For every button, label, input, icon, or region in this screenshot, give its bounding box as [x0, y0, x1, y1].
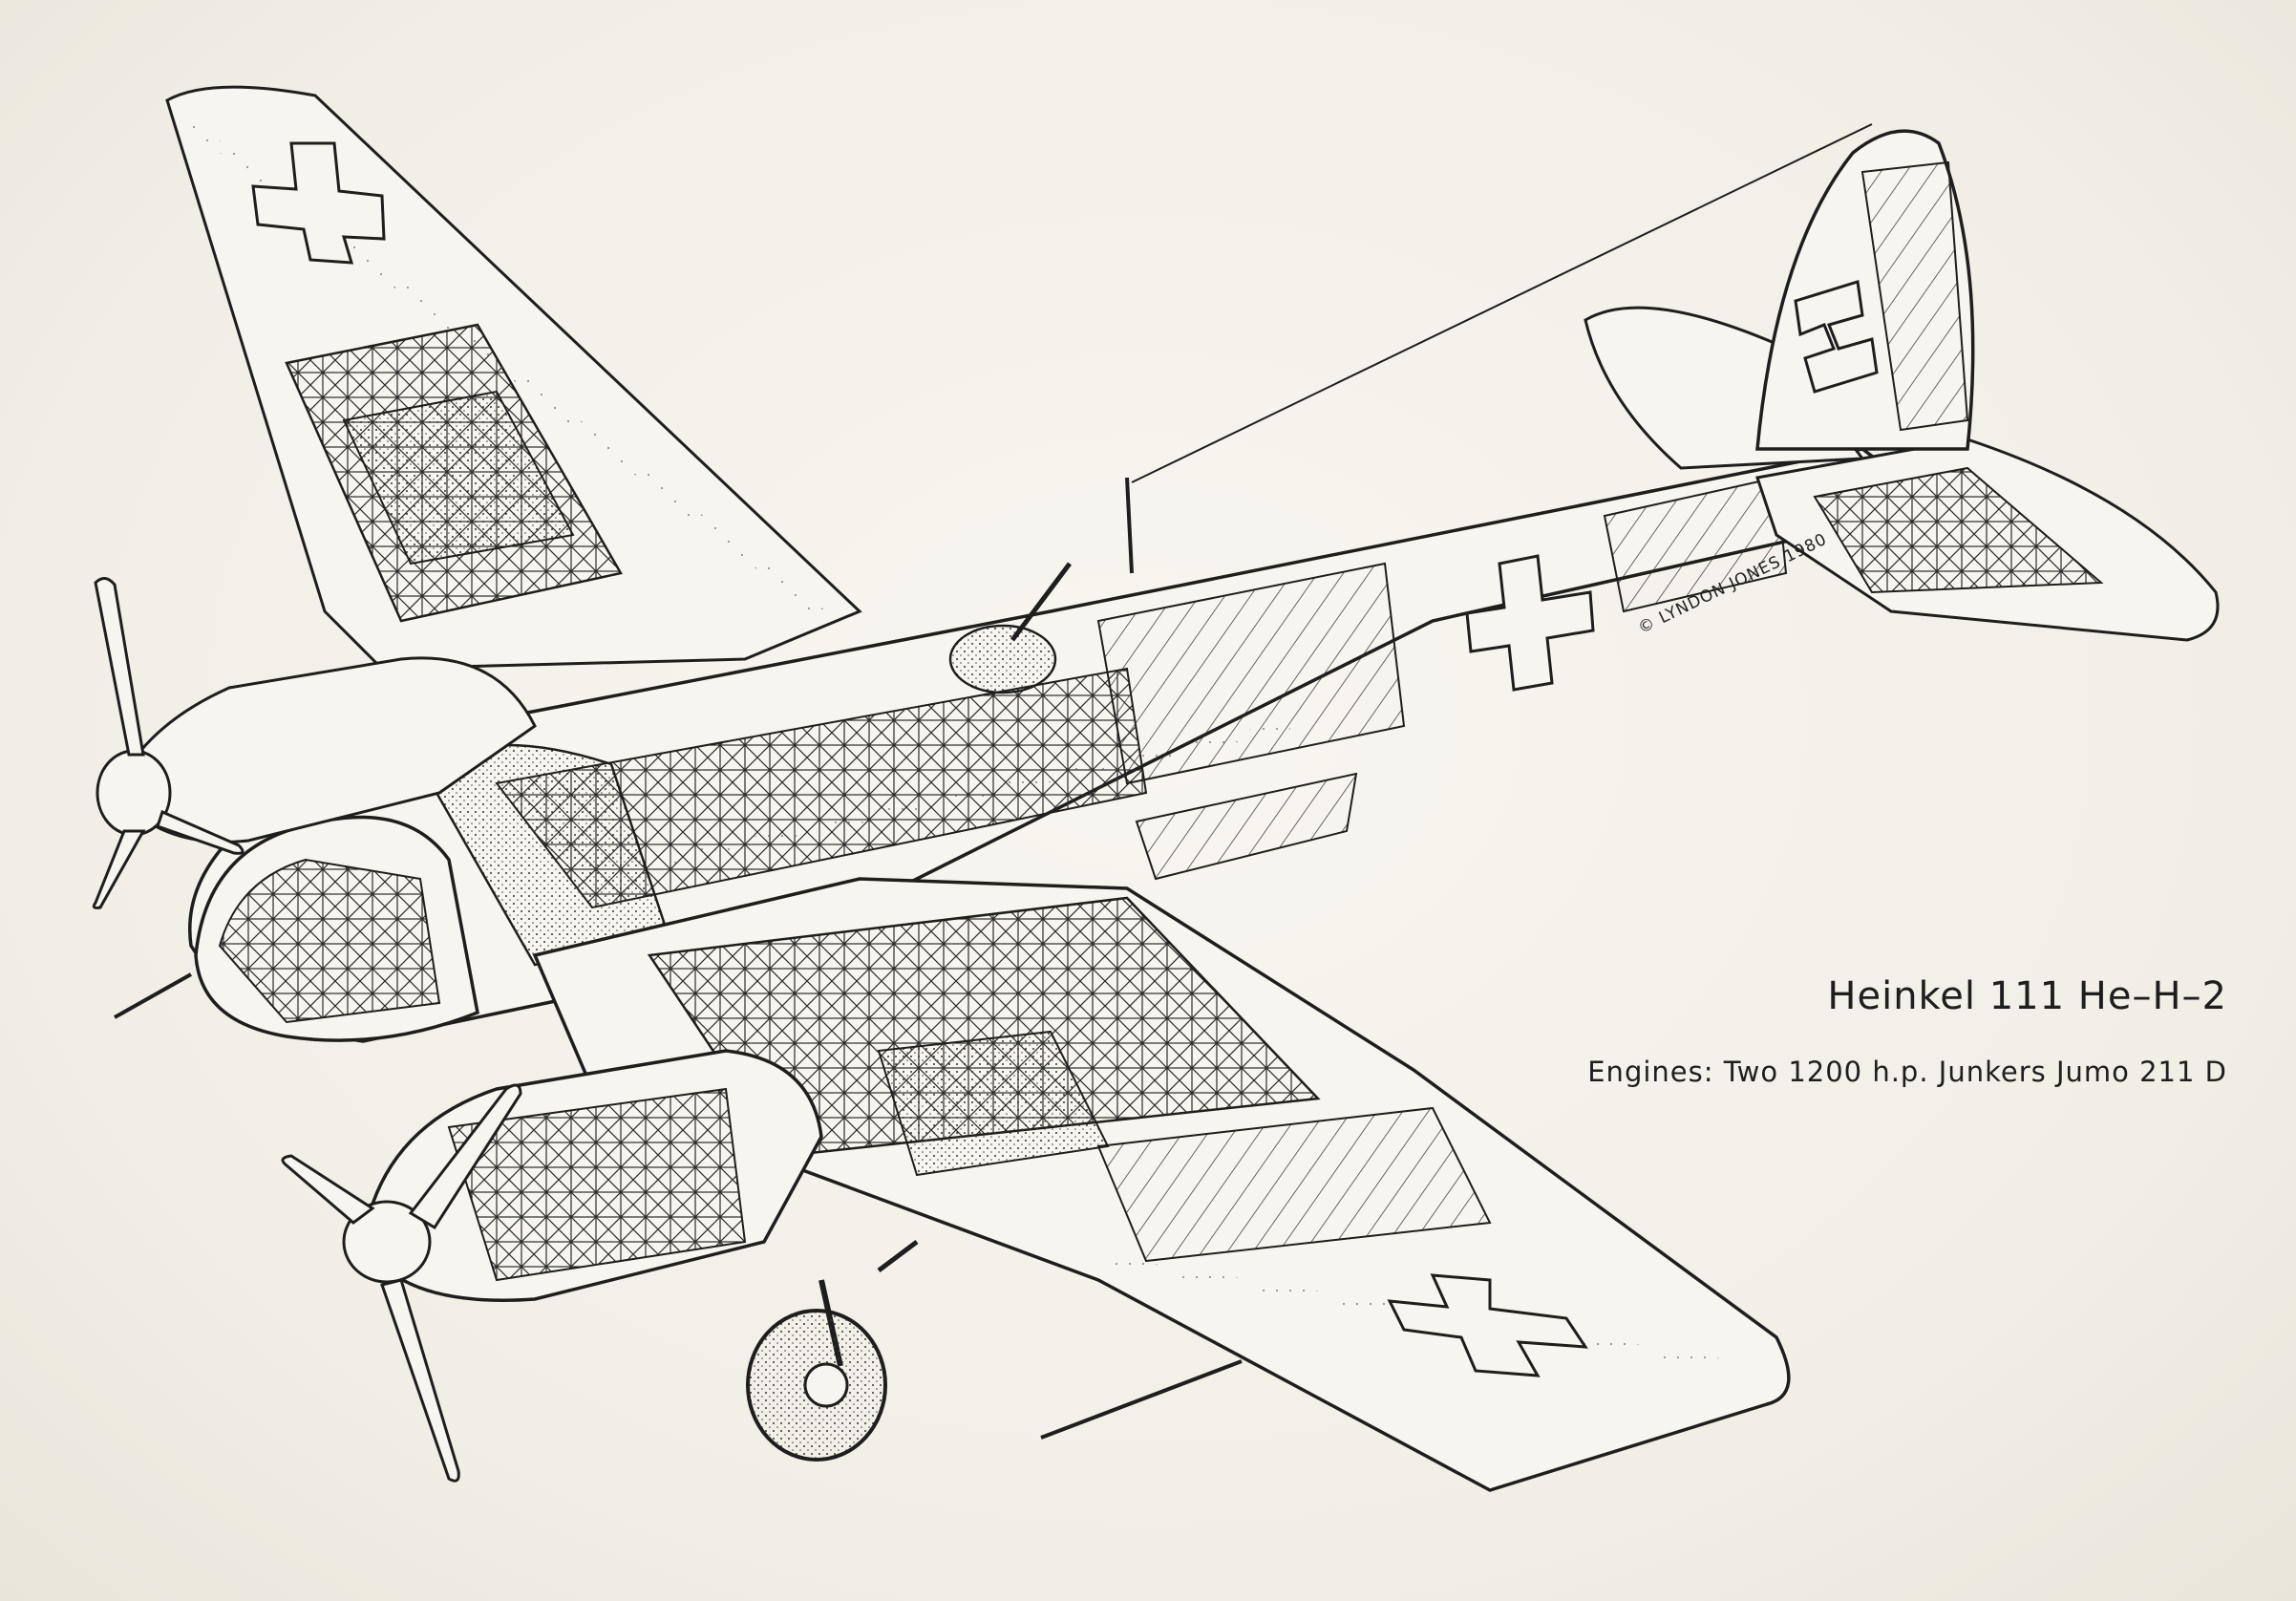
port-propeller-blade-lower	[92, 829, 146, 909]
port-propeller-blade-side	[156, 809, 244, 855]
antenna-wire	[1131, 123, 1873, 483]
port-engine-nacelle	[92, 577, 537, 909]
nose-gun-barrel	[114, 972, 192, 1019]
fuselage-cross-marking	[1465, 554, 1595, 692]
caption-title: Heinkel 111 He–H–2	[1827, 974, 2227, 1018]
glazed-nose	[114, 743, 670, 1042]
tail-assembly	[1584, 129, 2220, 642]
fin-marking	[1794, 280, 1879, 394]
ventral-gondola	[1135, 772, 1358, 881]
pitot-tube	[1040, 1359, 1243, 1440]
lower-wing	[532, 877, 1791, 1492]
dorsal-gun-position	[948, 624, 1057, 694]
wing-cross-marking	[251, 141, 386, 265]
starboard-propeller-blade-left	[281, 1154, 375, 1225]
caption-subtitle: Engines: Two 1200 h.p. Junkers Jumo 211 …	[1587, 1056, 2227, 1088]
lower-wing-cross-marking	[1387, 1273, 1588, 1377]
antenna-mast	[1125, 477, 1134, 574]
main-landing-gear	[746, 1240, 919, 1462]
starboard-spinner	[342, 1200, 432, 1284]
starboard-propeller-blade-lower	[380, 1278, 460, 1483]
starboard-propeller-blade-upper	[408, 1083, 522, 1230]
starboard-engine-nacelle	[281, 1049, 823, 1483]
port-propeller-blade-upper	[94, 577, 145, 757]
upper-wing	[165, 85, 862, 671]
